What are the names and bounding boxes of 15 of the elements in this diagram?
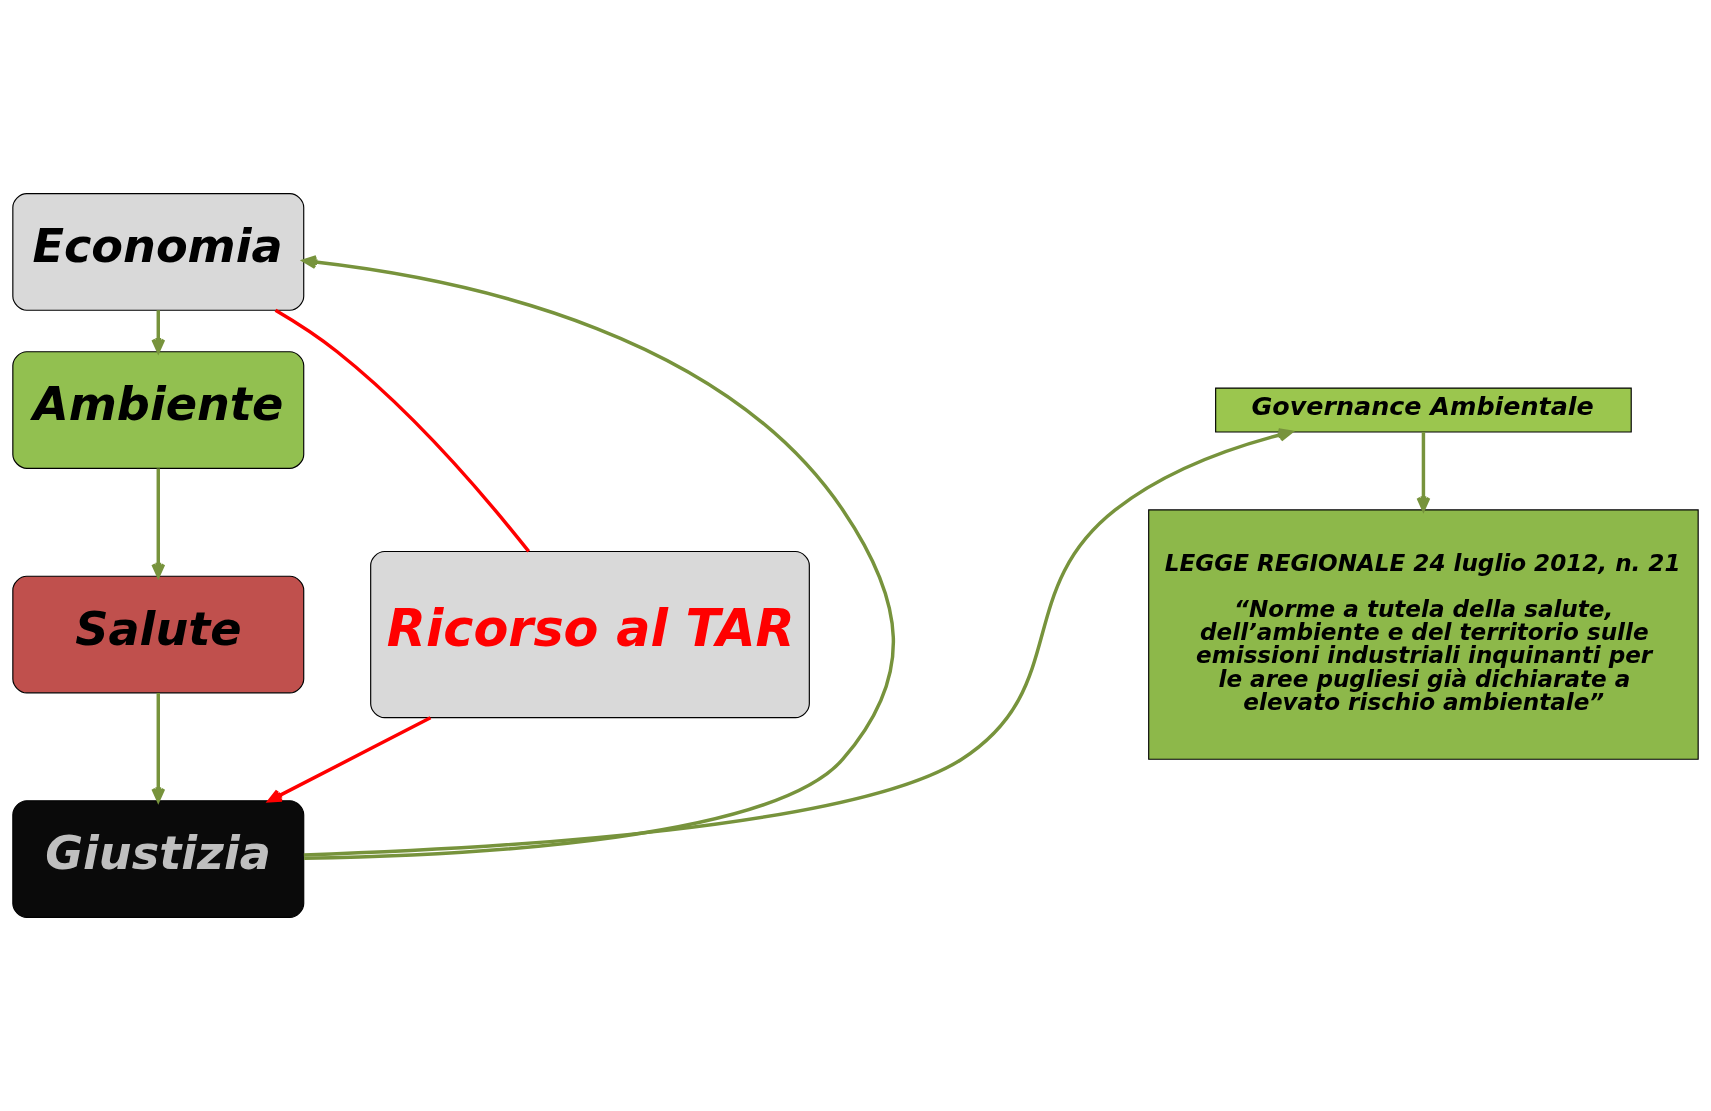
node-box: Ambiente: [12, 351, 305, 469]
arrow: [151, 310, 166, 353]
arrow: [1416, 432, 1431, 512]
node-box: Governance Ambientale: [1215, 387, 1632, 433]
arrow: [302, 255, 895, 861]
arrow: [303, 428, 1293, 857]
node-box: Salute: [12, 575, 305, 694]
arrow: [151, 692, 166, 803]
node-box: LEGGE REGIONALE 24 luglio 2012, n. 21 “Norme a tutela della salute, dell’ambiente e del territorio sulle emissioni industriali inquinanti per le aree pugliesi già dichiarate a elevato rischio ambientale”: [1148, 509, 1699, 760]
node-box: Economia: [12, 193, 305, 311]
connector: [274, 308, 531, 553]
arrow: [267, 716, 432, 803]
arrow: [151, 468, 166, 578]
node-box: Giustizia: [12, 800, 305, 918]
node-box: Ricorso al TAR: [370, 550, 810, 719]
